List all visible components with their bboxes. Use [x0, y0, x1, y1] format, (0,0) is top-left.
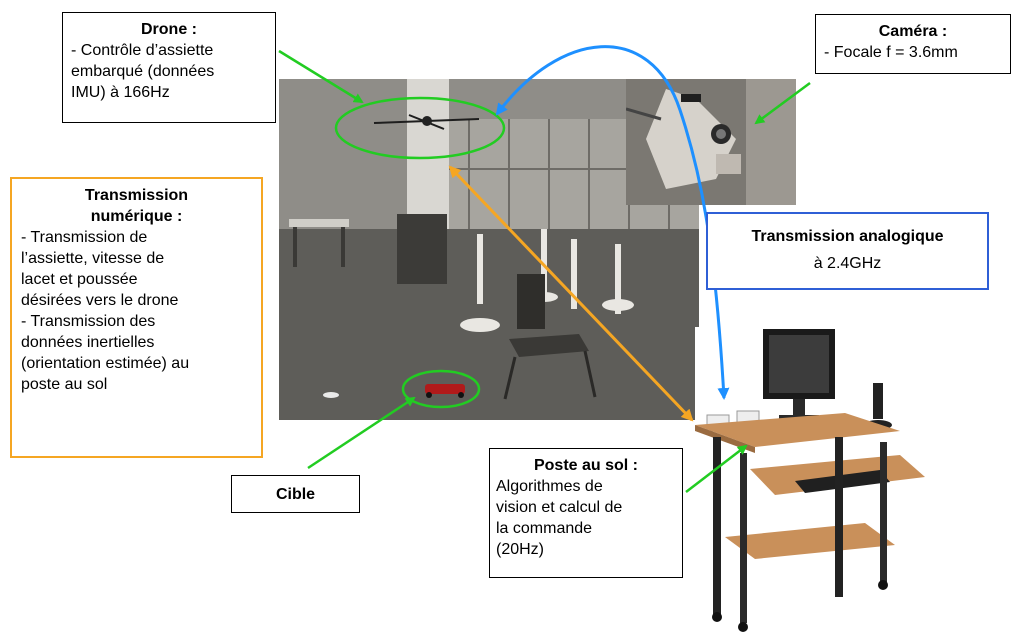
camera-label-box: Caméra : - Focale f = 3.6mm: [815, 14, 1011, 74]
drone-pointer-arrow: [278, 49, 364, 104]
ground-line-3: la commande: [496, 520, 593, 537]
numeric-transmission-box: Transmission numérique : - Transmission …: [10, 177, 263, 458]
drone-title: Drone :: [141, 21, 197, 38]
camera-line-1: - Focale f = 3.6mm: [824, 44, 958, 61]
numeric-title-1: Transmission: [84, 187, 189, 204]
target-label-box: Cible: [231, 475, 360, 513]
numeric-line-1: - Transmission de: [21, 229, 148, 246]
drone-line-3: IMU) à 166Hz: [71, 84, 170, 101]
ground-station-label-box: Poste au sol : Algorithmes de vision et …: [489, 448, 683, 578]
drone-line-1: - Contrôle d’assiette: [71, 42, 214, 59]
drone-label-box: Drone : - Contrôle d’assiette embarqué (…: [62, 12, 276, 123]
numeric-line-7: (orientation estimée) au: [21, 355, 190, 372]
ground-station-scene: [695, 329, 925, 632]
analog-title: Transmission analogique: [751, 228, 944, 245]
numeric-link-arrow: [448, 165, 694, 422]
numeric-line-4: désirées vers le drone: [21, 292, 179, 309]
analog-link-arrow: [495, 45, 730, 400]
camera-pointer-arrow: [754, 81, 811, 125]
ground-line-1: Algorithmes de: [496, 478, 603, 495]
numeric-line-3: lacet et poussée: [21, 271, 138, 288]
drone-line-2: embarqué (données: [71, 63, 215, 80]
target-title: Cible: [275, 486, 316, 503]
numeric-line-5: - Transmission des: [21, 313, 156, 330]
target-highlight-ellipse: [401, 369, 481, 409]
ground-line-2: vision et calcul de: [496, 499, 623, 516]
numeric-line-8: poste au sol: [21, 376, 108, 393]
camera-title: Caméra :: [878, 23, 948, 40]
analog-sub: à 2.4GHz: [813, 255, 882, 272]
ground-title: Poste au sol :: [533, 457, 639, 474]
analog-transmission-box: Transmission analogique à 2.4GHz: [706, 212, 989, 290]
numeric-title-2: numérique :: [90, 208, 183, 225]
ground-pointer-arrow: [685, 444, 748, 493]
ground-line-4: (20Hz): [496, 541, 545, 558]
ground-station-photo: [695, 327, 940, 637]
numeric-line-2: l’assiette, vitesse de: [21, 250, 165, 267]
numeric-line-6: données inertielles: [21, 334, 155, 351]
target-pointer-arrow: [307, 396, 416, 470]
drone-highlight-ellipse: [334, 96, 506, 160]
